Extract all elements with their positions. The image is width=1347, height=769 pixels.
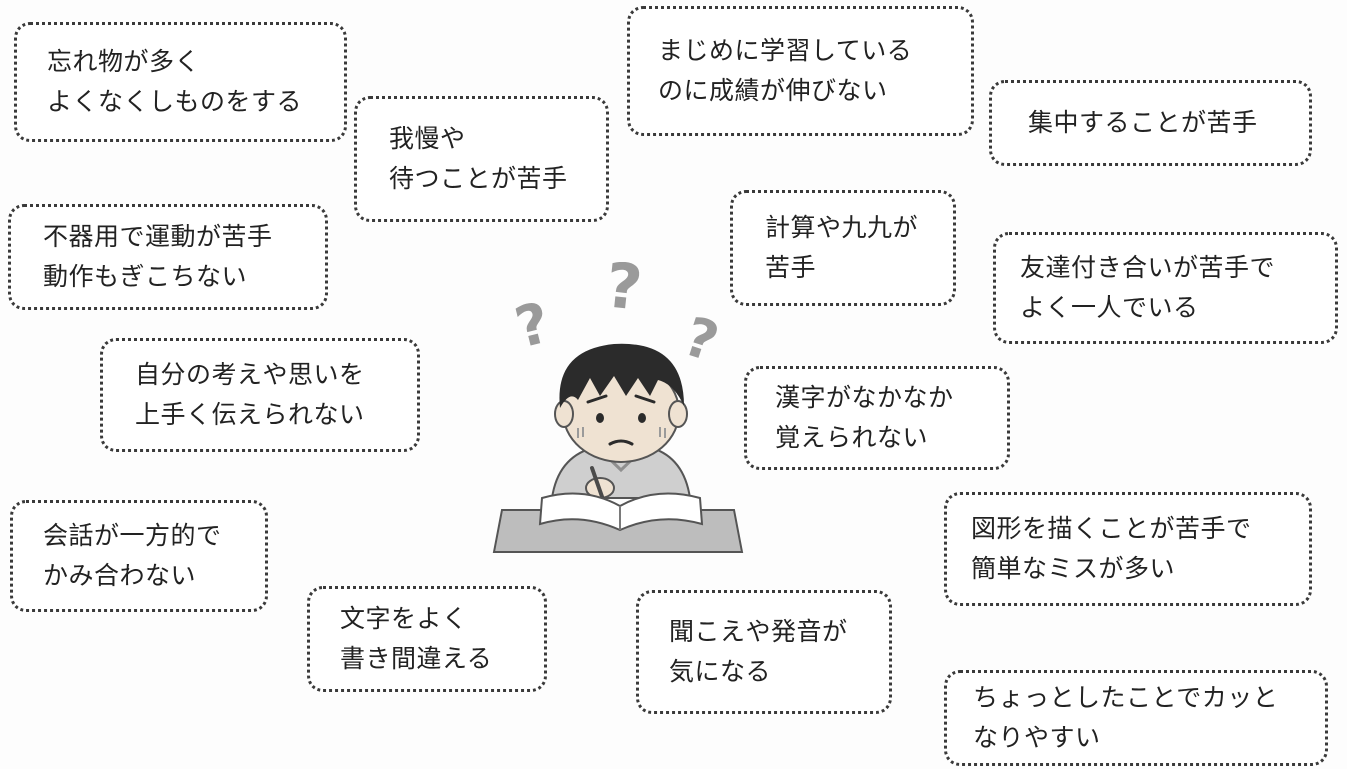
student-hair xyxy=(559,343,684,408)
student-eye xyxy=(638,413,646,423)
question-mark-icon: ? xyxy=(677,305,726,375)
bubble-concentration: 集中することが苦手 xyxy=(989,80,1312,166)
student-ear xyxy=(554,400,574,428)
bubble-clumsy: 不器用で運動が苦手 動作もぎこちない xyxy=(8,204,328,310)
bubble-writing: 文字をよく 書き間違える xyxy=(307,586,547,692)
student-eyebrow xyxy=(634,394,656,404)
bubble-line: なりやすい xyxy=(973,723,1101,752)
bubble-shapes: 図形を描くことが苦手で 簡単なミスが多い xyxy=(944,492,1312,606)
student-worry-lines xyxy=(577,427,666,438)
bubble-hearing: 聞こえや発音が 気になる xyxy=(636,590,892,714)
bubble-line: 我慢や xyxy=(389,124,466,153)
bubble-line: まじめに学習している xyxy=(658,36,913,65)
bubble-expression: 自分の考えや思いを 上手く伝えられない xyxy=(100,338,420,452)
confused-student-illustration: ? ? ? xyxy=(492,262,744,553)
student-eye xyxy=(596,413,604,423)
student-mouth xyxy=(608,439,634,446)
bubble-line: 図形を描くことが苦手で xyxy=(971,514,1252,543)
bubble-line: 聞こえや発音が xyxy=(669,617,848,646)
bubble-line: 上手く伝えられない xyxy=(135,400,365,429)
bubble-conversation: 会話が一方的で かみ合わない xyxy=(10,500,268,612)
bubble-arithmetic: 計算や九九が 苦手 xyxy=(730,190,956,306)
bubble-line: 簡単なミスが多い xyxy=(971,554,1176,583)
bubble-grades: まじめに学習している のに成績が伸びない xyxy=(627,6,974,136)
bubble-patience: 我慢や 待つことが苦手 xyxy=(354,96,609,222)
bubble-line: 覚えられない xyxy=(775,423,929,452)
student-ear xyxy=(668,400,688,428)
bubble-temper: ちょっとしたことでカッと なりやすい xyxy=(944,670,1328,766)
bubble-line: 不器用で運動が苦手 xyxy=(43,222,273,251)
bubble-line: 待つことが苦手 xyxy=(389,164,568,193)
bubble-kanji: 漢字がなかなか 覚えられない xyxy=(744,366,1010,470)
bubble-line: のに成績が伸びない xyxy=(658,76,888,105)
bubble-line: よくなくしものをする xyxy=(47,87,303,116)
bubble-line: かみ合わない xyxy=(43,561,197,590)
bubble-line: 自分の考えや思いを xyxy=(135,360,365,389)
bubble-line: 計算や九九が xyxy=(765,213,919,242)
bubble-line: よく一人でいる xyxy=(1020,293,1199,322)
bubble-line: 書き間違える xyxy=(340,644,493,673)
bubble-line: 漢字がなかなか xyxy=(775,383,954,412)
bubble-line: 文字をよく xyxy=(340,604,468,633)
bubble-line: 友達付き合いが苦手で xyxy=(1020,253,1276,282)
bubble-line: ちょっとしたことでカッと xyxy=(973,683,1279,712)
bubble-line: 会話が一方的で xyxy=(43,521,222,550)
bubble-line: 集中することが苦手 xyxy=(1028,108,1258,137)
bubble-line: 忘れ物が多く xyxy=(47,47,201,76)
bubble-line: 気になる xyxy=(669,657,772,686)
question-mark-icon: ? xyxy=(602,262,645,325)
bubble-line: 動作もぎこちない xyxy=(43,262,248,291)
student-eyebrow xyxy=(586,394,608,404)
question-mark-icon: ? xyxy=(509,290,556,361)
bubble-forgetful: 忘れ物が多く よくなくしものをする xyxy=(14,22,347,142)
bubble-friends: 友達付き合いが苦手で よく一人でいる xyxy=(993,232,1338,344)
bubble-line: 苦手 xyxy=(765,253,817,282)
